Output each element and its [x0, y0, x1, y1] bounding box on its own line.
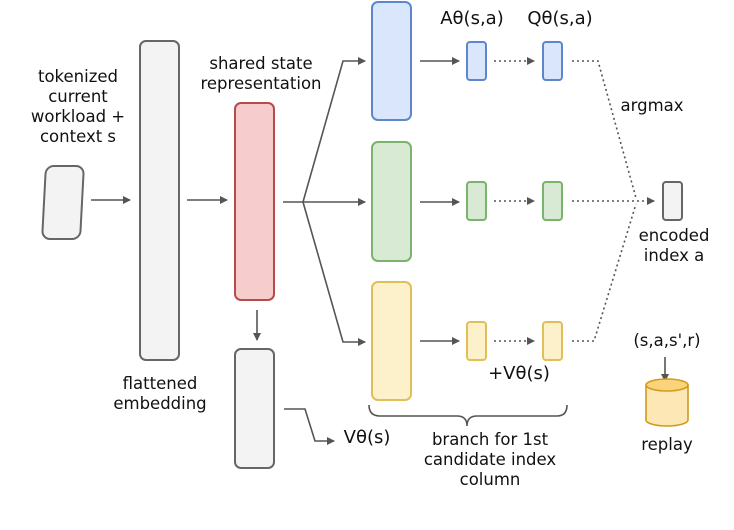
input-token-block [41, 165, 85, 240]
value-output-label: Vθ(s) [343, 427, 391, 448]
blue-branch-block [371, 1, 412, 121]
shared-state-label: shared state representation [200, 54, 322, 93]
blue-q-unit [542, 41, 563, 81]
green-branch-block [371, 141, 412, 262]
transition-tuple-label: (s,a,s',r) [633, 331, 701, 350]
flattened-embedding-block [139, 40, 180, 361]
encoded-index-block [662, 181, 683, 221]
dotted-yellow-to-argmax [572, 203, 637, 342]
advantage-label: Aθ(s,a) [440, 8, 504, 29]
green-q-unit [542, 181, 563, 221]
replay-cylinder [645, 378, 689, 427]
dotted-blue-to-argmax [572, 60, 637, 199]
encoded-index-label: encoded index a [638, 226, 710, 265]
yellow-advantage-unit [466, 321, 487, 361]
yellow-q-unit [542, 321, 563, 361]
green-advantage-unit [466, 181, 487, 221]
arrow-to-yellow-branch [302, 201, 366, 346]
blue-advantage-unit [466, 41, 487, 81]
shared-state-block [234, 102, 275, 301]
yellow-branch-block [371, 281, 412, 401]
arrow-to-value-output [284, 408, 335, 445]
arrow-to-blue-branch [302, 57, 366, 203]
q-value-label: Qθ(s,a) [527, 8, 593, 29]
branch-caption: branch for 1st candidate index column [423, 430, 557, 489]
value-stream-block [234, 348, 275, 469]
plus-value-label: +Vθ(s) [488, 363, 550, 384]
input-label: tokenized current workload + context s [30, 67, 126, 146]
flattened-embedding-label: flattened embedding [113, 374, 207, 413]
replay-label: replay [641, 435, 693, 454]
branch-brace [368, 404, 568, 427]
argmax-label: argmax [620, 96, 684, 115]
